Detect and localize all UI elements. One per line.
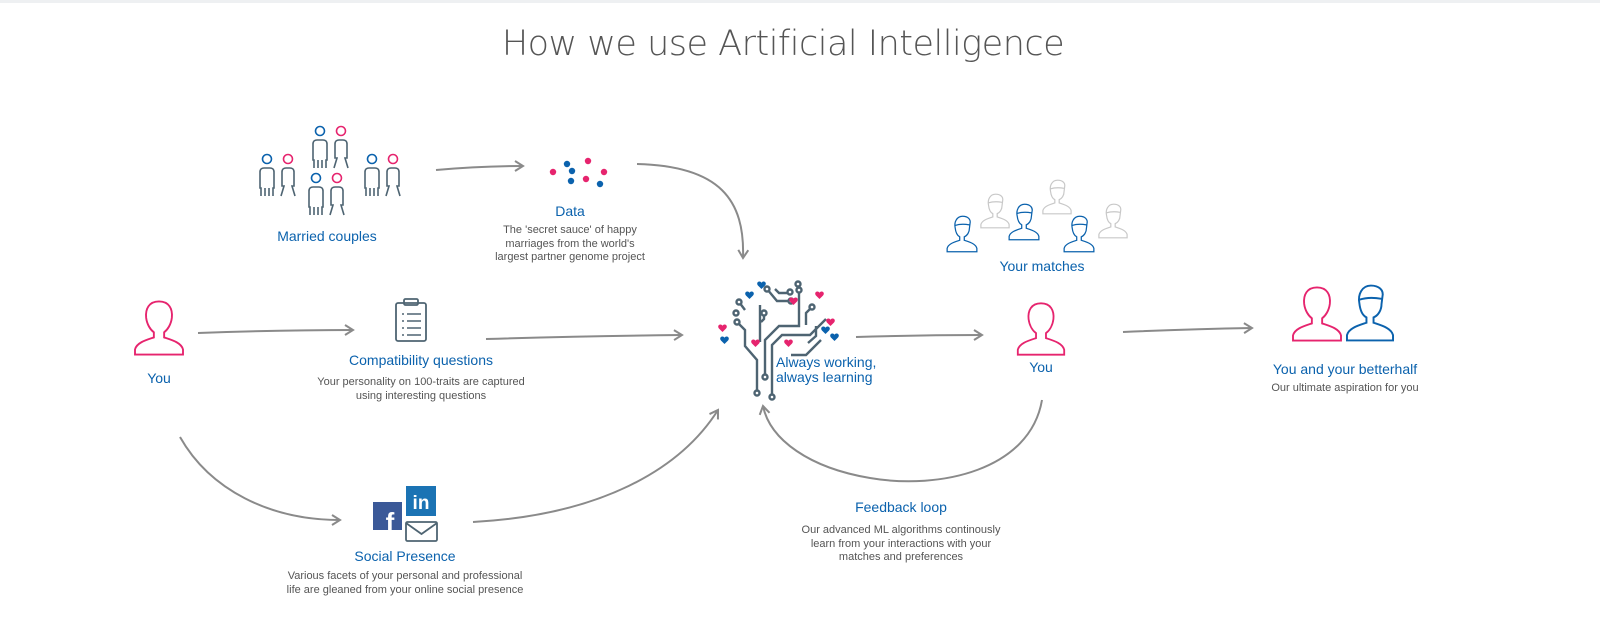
heart-icon bbox=[830, 333, 839, 341]
arrow-ai-to-you bbox=[855, 329, 984, 341]
heart-icon bbox=[718, 324, 727, 332]
clipboard-icon bbox=[395, 298, 427, 342]
your-matches-label: Your matches bbox=[999, 258, 1085, 274]
svg-text:f: f bbox=[386, 507, 395, 537]
top-bar bbox=[0, 0, 1600, 3]
heart-icon bbox=[826, 318, 835, 326]
you-right-label: You bbox=[1029, 359, 1053, 375]
data-label: Data bbox=[555, 203, 585, 219]
heart-icon bbox=[821, 326, 830, 334]
arrow-you-to-social bbox=[179, 436, 342, 526]
social-presence-description: Various facets of your personal and prof… bbox=[286, 570, 524, 596]
betterhalf-couple-icon bbox=[1291, 284, 1395, 342]
email-icon bbox=[405, 521, 438, 542]
social-presence-label: Social Presence bbox=[354, 548, 456, 564]
arrow-social-to-ai bbox=[472, 408, 720, 523]
data-dots-icon bbox=[549, 157, 608, 188]
married-couples-label: Married couples bbox=[277, 228, 377, 244]
heart-icon bbox=[751, 339, 760, 347]
heart-icon bbox=[720, 336, 729, 344]
arrow-you-to-betterhalf bbox=[1122, 322, 1254, 334]
arrow-you-to-compatibility bbox=[197, 324, 355, 336]
arrow-data-to-ai bbox=[636, 163, 750, 260]
your-matches-icon bbox=[946, 179, 1128, 253]
you-left-icon bbox=[133, 300, 185, 356]
facebook-icon: f bbox=[373, 502, 402, 537]
heart-icon bbox=[815, 291, 824, 299]
betterhalf-label: You and your betterhalf bbox=[1272, 361, 1418, 377]
you-left-label: You bbox=[147, 370, 171, 386]
you-right-icon bbox=[1016, 302, 1066, 356]
heart-icon bbox=[784, 339, 793, 347]
arrow-couples-to-data bbox=[435, 160, 525, 172]
ai-label: Always working,always learning bbox=[776, 354, 877, 385]
feedback-loop-label: Feedback loop bbox=[855, 499, 947, 515]
ai-brain-tree-icon bbox=[732, 280, 827, 401]
arrow-feedback-loop bbox=[758, 399, 1043, 483]
compatibility-description: Your personality on 100-traits are captu… bbox=[317, 376, 525, 402]
arrow-compatibility-to-ai bbox=[485, 329, 684, 341]
betterhalf-description: Our ultimate aspiration for you bbox=[1271, 382, 1419, 394]
svg-text:in: in bbox=[413, 493, 430, 514]
linkedin-icon: in bbox=[406, 486, 436, 516]
page-title: How we use Artificial Intelligence bbox=[501, 24, 1065, 64]
compatibility-label: Compatibility questions bbox=[349, 352, 493, 368]
married-couples-icon bbox=[259, 125, 401, 216]
heart-icon bbox=[745, 291, 754, 299]
